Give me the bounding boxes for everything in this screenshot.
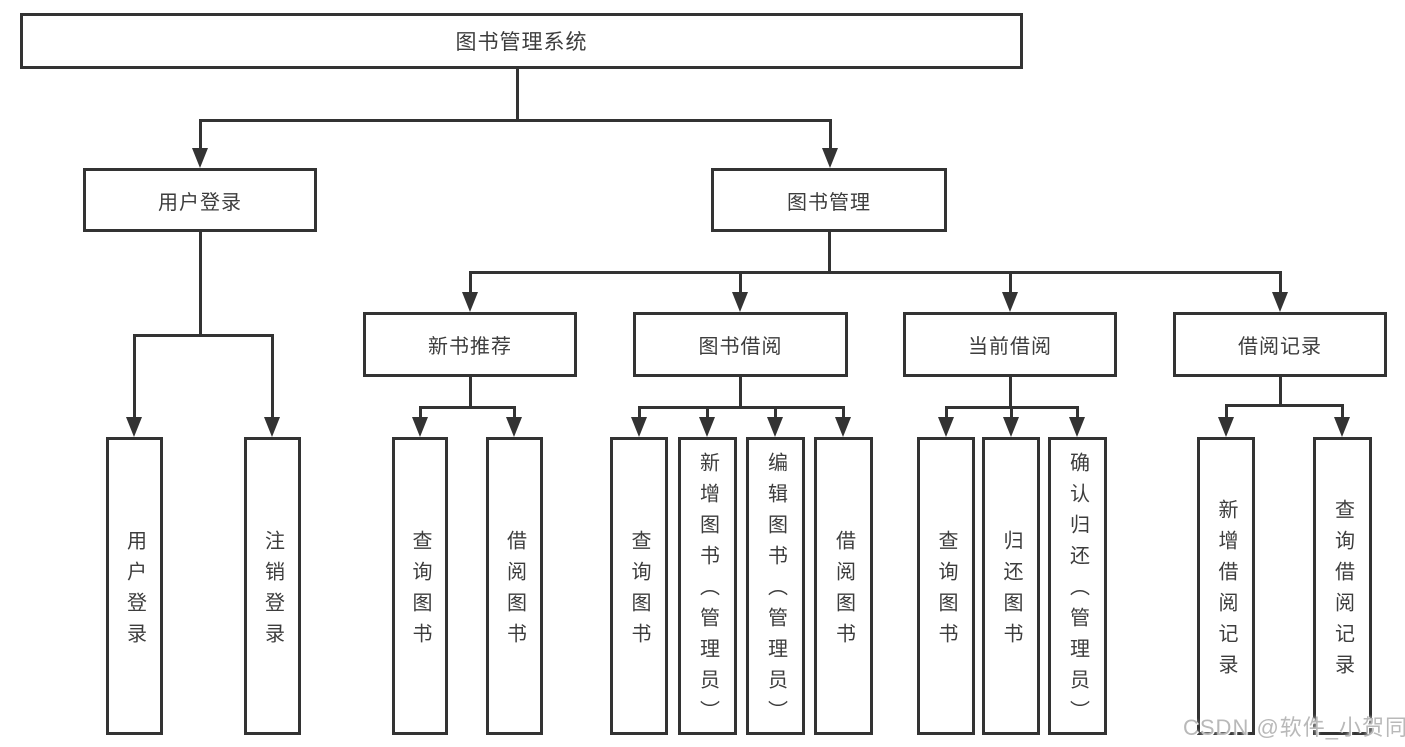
connector-line [739, 271, 742, 294]
arrow-down-icon [126, 417, 142, 437]
leaf-label: 新增借阅记录 [1215, 498, 1237, 685]
arrow-down-icon [1002, 292, 1018, 312]
node-library-management-system: 图书管理系统 [20, 13, 1023, 69]
node-new-book-recommend: 新书推荐 [363, 312, 577, 377]
arrow-down-icon [1272, 292, 1288, 312]
leaf-query-books: 查询图书 [392, 437, 448, 735]
leaf-label: 查询图书 [409, 529, 431, 654]
leaf-label: 新增图书（管理员） [696, 452, 719, 731]
arrow-down-icon [938, 417, 954, 437]
arrow-down-icon [1003, 417, 1019, 437]
node-label: 用户登录 [158, 191, 242, 214]
node-label: 图书管理系统 [455, 31, 588, 54]
connector-line [842, 406, 845, 419]
arrow-down-icon [835, 417, 851, 437]
node-label: 当前借阅 [968, 336, 1052, 358]
connector-line [1009, 377, 1012, 409]
connector-line [271, 334, 274, 419]
connector-line [516, 69, 519, 122]
leaf-return-book: 归还图书 [982, 437, 1040, 735]
connector-line [774, 406, 777, 419]
arrow-down-icon [1334, 417, 1350, 437]
leaf-query-borrow-record: 查询借阅记录 [1313, 437, 1372, 735]
leaf-label: 确认归还（管理员） [1066, 452, 1089, 731]
connector-line [739, 377, 742, 409]
node-book-management: 图书管理 [711, 168, 947, 232]
connector-line [469, 377, 472, 409]
arrow-down-icon [1069, 417, 1085, 437]
leaf-add-borrow-record: 新增借阅记录 [1197, 437, 1255, 735]
leaf-add-book-admin: 新增图书（管理员） [678, 437, 737, 735]
node-borrow-records: 借阅记录 [1173, 312, 1387, 377]
node-label: 图书管理 [787, 191, 871, 214]
connector-line [133, 334, 274, 337]
leaf-label: 查询图书 [628, 529, 650, 654]
leaf-label: 借阅图书 [832, 529, 855, 654]
arrow-down-icon [732, 292, 748, 312]
leaf-user-login: 用户登录 [106, 437, 163, 735]
node-label: 图书借阅 [698, 336, 783, 358]
connector-line [1341, 404, 1344, 419]
connector-line [469, 271, 1282, 274]
connector-line [1010, 406, 1013, 419]
arrow-down-icon [1218, 417, 1234, 437]
node-label: 借阅记录 [1238, 336, 1322, 358]
connector-line [1009, 271, 1012, 294]
connector-line [638, 406, 845, 409]
leaf-logout: 注销登录 [244, 437, 301, 735]
watermark: CSDN @软件_小贺同学 [1183, 715, 1405, 740]
arrow-down-icon [462, 292, 478, 312]
connector-line [199, 232, 202, 337]
arrow-down-icon [506, 417, 522, 437]
arrow-down-icon [631, 417, 647, 437]
connector-line [1279, 271, 1282, 294]
connector-line [1076, 406, 1079, 419]
connector-line [1279, 377, 1282, 407]
leaf-label: 借阅图书 [503, 529, 526, 654]
connector-line [1225, 404, 1344, 407]
arrow-down-icon [822, 148, 838, 168]
connector-line [133, 334, 136, 419]
connector-line [419, 406, 422, 419]
leaf-query-books: 查询图书 [610, 437, 668, 735]
leaf-confirm-return-admin: 确认归还（管理员） [1048, 437, 1107, 735]
leaf-label: 编辑图书（管理员） [764, 452, 787, 731]
connector-line [1225, 404, 1228, 419]
arrow-down-icon [264, 417, 280, 437]
leaf-query-books: 查询图书 [917, 437, 975, 735]
leaf-label: 查询图书 [935, 529, 957, 654]
node-current-borrow: 当前借阅 [903, 312, 1117, 377]
connector-line [199, 119, 832, 122]
arrow-down-icon [699, 417, 715, 437]
leaf-borrow-books: 借阅图书 [814, 437, 873, 735]
leaf-label: 归还图书 [1000, 529, 1022, 654]
leaf-label: 注销登录 [261, 529, 284, 654]
leaf-edit-book-admin: 编辑图书（管理员） [746, 437, 805, 735]
connector-line [513, 406, 516, 419]
leaf-borrow-books: 借阅图书 [486, 437, 543, 735]
leaf-label: 查询借阅记录 [1331, 498, 1354, 685]
connector-line [828, 232, 831, 274]
node-label: 新书推荐 [428, 336, 512, 358]
connector-line [469, 271, 472, 294]
arrow-down-icon [412, 417, 428, 437]
node-book-borrow: 图书借阅 [633, 312, 848, 377]
connector-line [829, 119, 832, 150]
node-user-login: 用户登录 [83, 168, 317, 232]
connector-line [638, 406, 641, 419]
connector-line [419, 406, 516, 409]
leaf-label: 用户登录 [123, 529, 146, 654]
connector-line [199, 119, 202, 150]
connector-line [945, 406, 948, 419]
arrow-down-icon [767, 417, 783, 437]
arrow-down-icon [192, 148, 208, 168]
connector-line [706, 406, 709, 419]
